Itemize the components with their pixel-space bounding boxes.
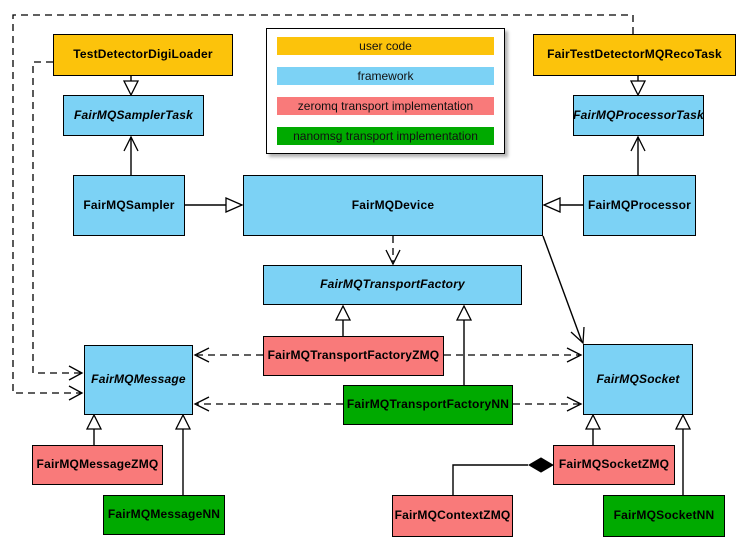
- edge-digiloader-to-samplertask: [122, 76, 140, 97]
- node-fairmqsocketzmq-label: FairMQSocketZMQ: [558, 457, 670, 472]
- edge-processor-to-processortask: [630, 135, 646, 175]
- edge-device-to-transportfactory: [385, 236, 401, 266]
- legend-framework: framework: [277, 67, 494, 85]
- legend: user code framework zeromq transport imp…: [266, 28, 505, 154]
- node-testdetectordigiloader: TestDetectorDigiLoader: [53, 34, 233, 76]
- node-fairmqtransportfactorynn-label: FairMQTransportFactoryNN: [346, 397, 510, 412]
- node-fairmqmessagezmq: FairMQMessageZMQ: [32, 445, 163, 485]
- edge-factoryzmq-to-socket: [444, 347, 583, 363]
- node-fairmqsamplertask-label: FairMQSamplerTask: [74, 107, 193, 122]
- legend-user-code-label: user code: [359, 39, 412, 53]
- edge-socketzmq-to-socket: [584, 413, 602, 445]
- node-fairmqtransportfactorynn: FairMQTransportFactoryNN: [343, 385, 513, 425]
- edge-factoryzmq-to-transportfactory: [334, 304, 352, 336]
- node-fairmqsampler: FairMQSampler: [73, 175, 185, 236]
- node-fairmqtransportfactoryzmq-label: FairMQTransportFactoryZMQ: [267, 348, 440, 363]
- node-fairmqcontextzmq-label: FairMQContextZMQ: [394, 508, 511, 523]
- node-fairtestdetectormqrecotask: FairTestDetectorMQRecoTask: [533, 34, 736, 76]
- edge-factoryzmq-to-message: [193, 347, 263, 363]
- edge-processor-to-device: [542, 197, 583, 213]
- node-fairmqmessage: FairMQMessage: [84, 345, 193, 415]
- node-fairmqsocket: FairMQSocket: [583, 344, 693, 415]
- node-fairmqmessage-label: FairMQMessage: [91, 372, 186, 387]
- node-fairmqtransportfactory-label: FairMQTransportFactory: [320, 277, 465, 292]
- edge-socketnn-to-socket: [674, 413, 692, 495]
- legend-zeromq-label: zeromq transport implementation: [297, 99, 474, 113]
- node-fairmqprocessortask: FairMQProcessorTask: [573, 95, 704, 136]
- node-fairmqsampler-label: FairMQSampler: [83, 197, 175, 212]
- node-fairmqcontextzmq: FairMQContextZMQ: [392, 495, 513, 537]
- node-fairmqtransportfactoryzmq: FairMQTransportFactoryZMQ: [263, 336, 444, 376]
- node-fairmqsocketnn-label: FairMQSocketNN: [613, 508, 715, 523]
- node-fairmqprocessortask-label: FairMQProcessorTask: [573, 107, 704, 122]
- edge-sampler-to-device: [185, 197, 244, 213]
- edge-factorynn-to-message: [193, 396, 343, 412]
- node-testdetectordigiloader-label: TestDetectorDigiLoader: [73, 47, 213, 62]
- edge-contextzmq-to-socketzmq: [452, 457, 554, 495]
- edge-sampler-to-samplertask: [123, 135, 139, 175]
- node-fairmqprocessor: FairMQProcessor: [583, 175, 696, 236]
- node-fairmqsamplertask: FairMQSamplerTask: [63, 95, 204, 136]
- node-fairmqmessagezmq-label: FairMQMessageZMQ: [36, 457, 159, 472]
- node-fairmqmessagenn-label: FairMQMessageNN: [107, 507, 221, 522]
- node-fairmqdevice-label: FairMQDevice: [351, 197, 435, 212]
- edge-recotask-to-processortask: [629, 76, 647, 97]
- edge-recotask-to-message: [12, 14, 634, 401]
- node-fairmqdevice: FairMQDevice: [243, 175, 543, 236]
- edge-factorynn-to-transportfactory: [455, 304, 473, 385]
- node-fairmqmessagenn: FairMQMessageNN: [103, 495, 225, 535]
- edge-factorynn-to-socket: [513, 396, 583, 412]
- legend-zeromq: zeromq transport implementation: [277, 97, 494, 115]
- edge-messagezmq-to-message: [85, 413, 103, 445]
- node-fairmqtransportfactory: FairMQTransportFactory: [263, 265, 522, 305]
- node-fairmqsocketzmq: FairMQSocketZMQ: [553, 445, 675, 485]
- edge-digiloader-to-message: [32, 61, 84, 381]
- legend-user-code: user code: [277, 37, 494, 55]
- legend-nanomsg: nanomsg transport implementation: [277, 127, 494, 145]
- legend-framework-label: framework: [357, 69, 414, 83]
- edge-messagenn-to-message: [174, 413, 192, 495]
- node-fairmqprocessor-label: FairMQProcessor: [587, 197, 692, 212]
- edge-device-to-socket: [542, 235, 585, 345]
- node-fairtestdetectormqrecotask-label: FairTestDetectorMQRecoTask: [547, 47, 722, 62]
- legend-nanomsg-label: nanomsg transport implementation: [293, 129, 478, 143]
- node-fairmqsocketnn: FairMQSocketNN: [603, 495, 725, 537]
- node-fairmqsocket-label: FairMQSocket: [596, 371, 680, 386]
